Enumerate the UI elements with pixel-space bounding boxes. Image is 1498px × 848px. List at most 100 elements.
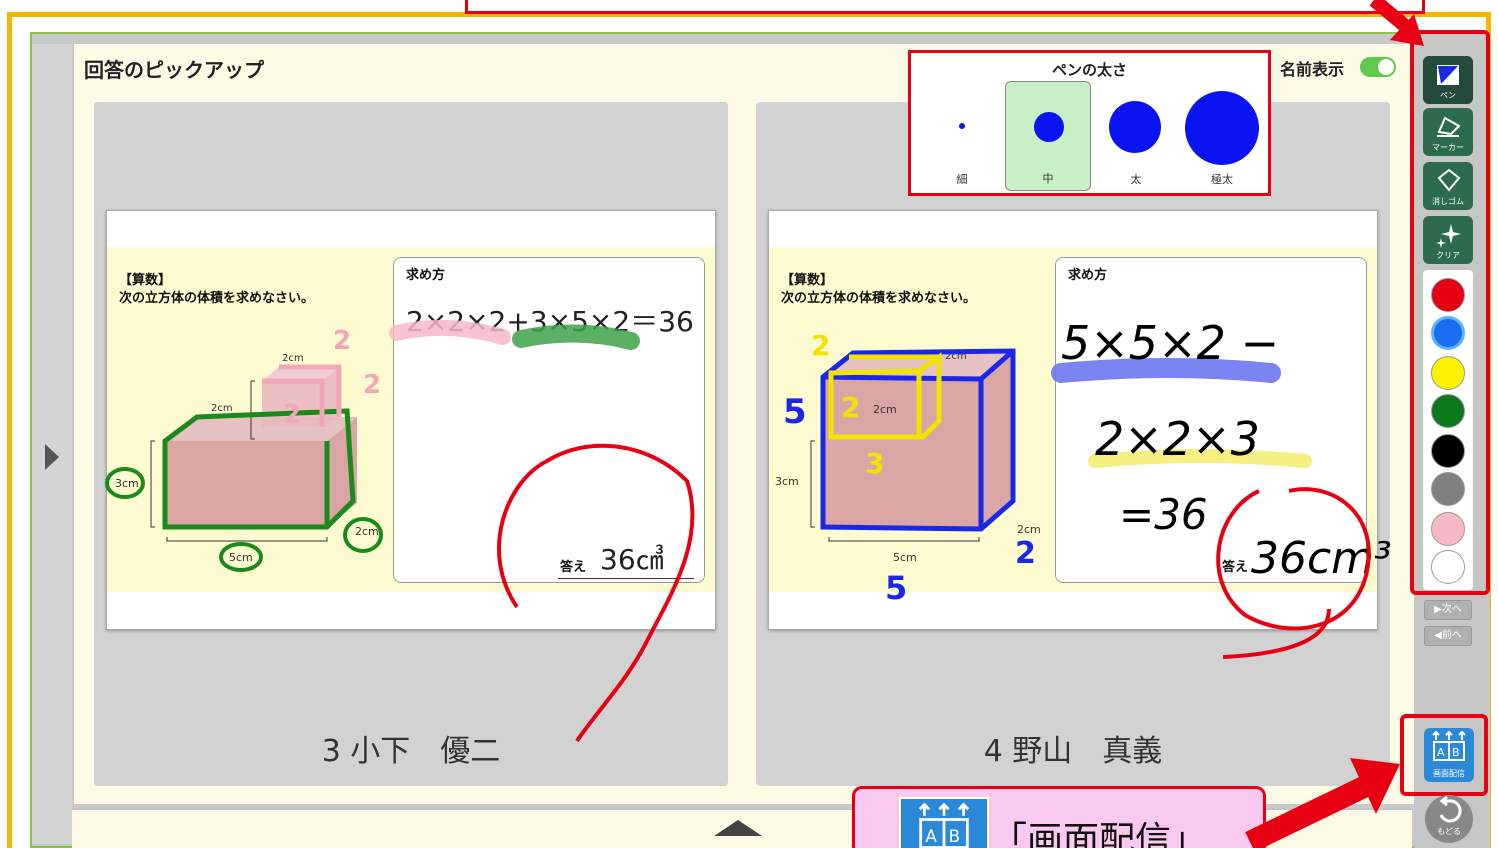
pen-size-extra-thick[interactable]: 極太	[1179, 81, 1265, 191]
tool-label: 消しゴム	[1432, 197, 1464, 206]
back-button[interactable]: もどる	[1425, 795, 1473, 843]
broadcast-icon: A B	[899, 797, 989, 848]
question-tag: 【算数】	[781, 273, 834, 288]
dim-label: 3cm	[775, 475, 799, 488]
answer-box: 求め方 答え	[1055, 257, 1367, 583]
callout-box: A B 「画面配信」	[852, 786, 1266, 848]
pen-dot-icon	[1109, 101, 1161, 153]
svg-text:B: B	[1452, 746, 1460, 759]
answer-box: 求め方 2×2×2+3×5×2＝36 答え 36㎤	[393, 257, 705, 583]
eraser-tool-button[interactable]: 消しゴム	[1423, 162, 1473, 210]
left-rail[interactable]	[32, 44, 72, 844]
answer-box-title: 求め方	[406, 268, 446, 283]
expand-up-icon[interactable]	[714, 820, 762, 836]
answer-card[interactable]: 【算数】 次の立方体の体積を求めなさい。 3cm 5cm 2cm 2cm 2cm	[756, 102, 1392, 786]
pen-dot-icon	[1185, 91, 1259, 165]
color-swatch-yellow[interactable]	[1431, 356, 1465, 390]
handwritten-mark: 2	[283, 400, 301, 430]
annotation-layer	[389, 319, 695, 743]
answer-card[interactable]: 【算数】 次の立方体の体積を求めなさい。 2cm 2cm 3cm 5cm	[94, 102, 728, 786]
color-palette	[1423, 270, 1473, 590]
app-window: 回答のピックアップ 【算数】 次の立方体の体積を求めなさい。 2cm	[30, 32, 1490, 848]
red-arrow-icon	[1369, 0, 1424, 46]
pen-panel-title: ペンの太さ	[1051, 61, 1127, 79]
handwritten-mark: 5	[885, 569, 907, 607]
color-swatch-white[interactable]	[1431, 550, 1465, 584]
color-swatch-black[interactable]	[1431, 434, 1465, 468]
dim-label: 2cm	[211, 403, 233, 414]
question-tag: 【算数】	[119, 273, 172, 288]
handwritten-mark: 3	[865, 447, 884, 480]
handwritten-mark: 2	[841, 391, 860, 424]
broadcast-label: 画面配信	[1433, 769, 1465, 778]
annotation-layer: 5×5×2 − 2×2×3 =36 36cm³	[1051, 316, 1392, 659]
pen-size-label: 細	[956, 173, 968, 186]
eraser-icon	[1437, 168, 1461, 192]
student-name: 4 野山 真義	[983, 734, 1163, 769]
answer-value: 36㎤	[600, 543, 664, 576]
shape-drawing: 2cm 2cm 3cm 5cm 2cm 2 2 2	[105, 326, 383, 572]
prev-button[interactable]: ◀前へ	[1424, 626, 1472, 646]
pen-size-thin[interactable]: 細	[919, 81, 1005, 191]
callout-text: 「画面配信」	[991, 820, 1208, 848]
shape-drawing: 3cm 5cm 2cm 2cm 2cm 2 2 3 5	[775, 329, 1041, 607]
dim-label: 2cm	[945, 351, 967, 362]
worksheet: 【算数】 次の立方体の体積を求めなさい。 3cm 5cm 2cm 2cm 2cm	[768, 210, 1392, 659]
question-text: 次の立方体の体積を求めなさい。	[781, 291, 977, 306]
pen-dot-icon	[1034, 112, 1064, 142]
name-display-toggle[interactable]	[1360, 57, 1396, 77]
color-swatch-red[interactable]	[1431, 278, 1465, 312]
tools-highlight	[1410, 30, 1490, 595]
dim-label: 2cm	[355, 525, 379, 538]
color-swatch-blue[interactable]	[1431, 316, 1465, 350]
tool-label: クリア	[1436, 251, 1460, 260]
answer-label: 答え	[1222, 560, 1249, 575]
worksheet: 【算数】 次の立方体の体積を求めなさい。 2cm 2cm 3cm 5cm	[105, 210, 716, 743]
pen-tool-button[interactable]: ペン	[1423, 56, 1473, 104]
svg-text:A: A	[925, 826, 937, 846]
clear-tool-button[interactable]: クリア	[1423, 216, 1473, 264]
dim-label: 5cm	[229, 551, 253, 564]
expand-left-icon[interactable]	[45, 444, 59, 470]
dim-label: 2cm	[1017, 523, 1041, 536]
dim-label: 3cm	[115, 477, 139, 490]
red-arrow-icon	[1245, 758, 1400, 848]
dim-label: 2cm	[282, 353, 304, 364]
tool-label: ペン	[1440, 91, 1456, 100]
marker-icon	[1437, 116, 1461, 137]
question-text: 次の立方体の体積を求めなさい。	[119, 291, 315, 306]
dim-label: 5cm	[893, 551, 917, 564]
pen-dot-icon	[959, 123, 965, 129]
handwritten-mark: 2	[811, 329, 830, 362]
screen-broadcast-button[interactable]: A B 画面配信	[1424, 728, 1474, 782]
color-swatch-gray[interactable]	[1431, 472, 1465, 506]
handwriting: 2×2×3	[1095, 412, 1260, 466]
toggle-knob	[1378, 59, 1394, 75]
page-title: 回答のピックアップ	[84, 58, 264, 82]
handwritten-mark: 2	[1015, 536, 1036, 571]
name-display-label: 名前表示	[1280, 60, 1345, 79]
pen-size-label: 極太	[1211, 173, 1233, 186]
color-swatch-pink[interactable]	[1431, 512, 1465, 546]
svg-text:B: B	[949, 826, 961, 846]
answer-label: 答え	[560, 560, 587, 575]
marker-tool-button[interactable]: マーカー	[1423, 108, 1473, 156]
next-button[interactable]: ▶次へ	[1424, 600, 1472, 620]
tool-label: マーカー	[1432, 143, 1464, 152]
handwriting: 5×5×2 −	[1061, 316, 1279, 370]
dim-label: 2cm	[873, 403, 897, 416]
pen-size-medium[interactable]: 中	[1005, 81, 1091, 191]
color-swatch-green[interactable]	[1431, 394, 1465, 428]
pen-size-thick[interactable]: 太	[1093, 81, 1179, 191]
back-arrow-icon	[1439, 795, 1462, 823]
pen-size-label: 中	[1042, 172, 1054, 185]
pen-icon	[1437, 65, 1459, 85]
handwriting: =36	[1119, 490, 1208, 539]
handwritten-mark: 2	[333, 326, 351, 356]
back-label: もどる	[1437, 827, 1461, 836]
student-name: 3 小下 優二	[321, 734, 501, 769]
pen-thickness-panel: ペンの太さ 細 中 太 極太	[908, 50, 1271, 196]
svg-text:A: A	[1437, 746, 1445, 759]
pen-size-label: 太	[1130, 173, 1142, 186]
broadcast-highlight	[1400, 714, 1488, 796]
